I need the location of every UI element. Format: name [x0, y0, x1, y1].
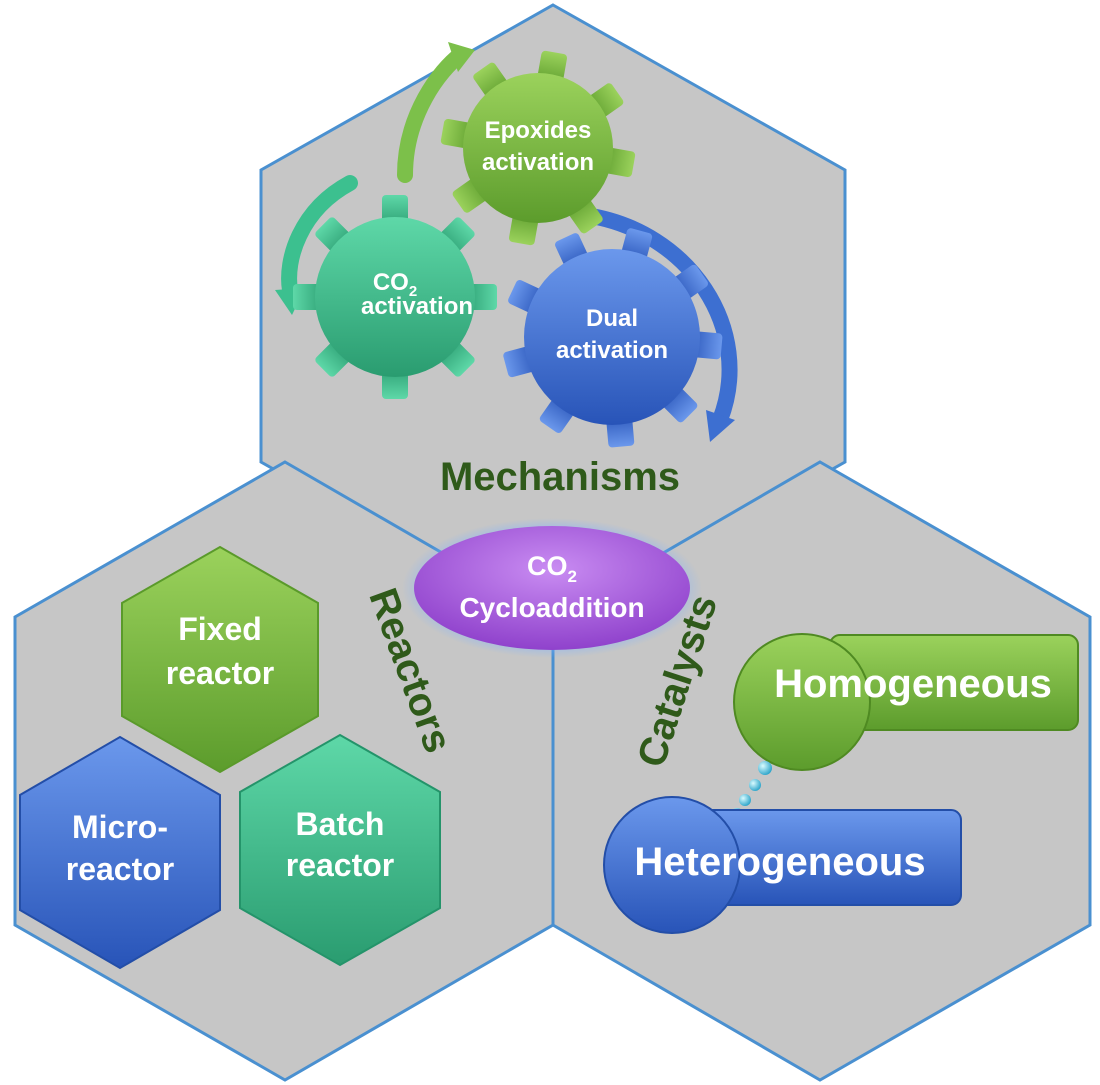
center-ellipse: CO2 Cycloaddition	[402, 518, 702, 658]
reactor-fixed-line2: reactor	[166, 655, 275, 691]
gear-co2-line2: activation	[361, 293, 473, 320]
reactor-batch: Batch reactor	[239, 733, 441, 967]
mechanisms-title: Mechanisms	[440, 455, 680, 499]
catalyst-homogeneous-label: Homogeneous	[774, 662, 1052, 706]
gear-epoxides-line1: Epoxides	[485, 117, 592, 144]
reactor-fixed: Fixed reactor	[121, 545, 319, 774]
catalyst-heterogeneous-label: Heterogeneous	[634, 840, 925, 884]
gear-dual-line1: Dual	[586, 305, 638, 332]
reactor-batch-line2: reactor	[286, 847, 395, 883]
reactor-fixed-line1: Fixed	[178, 611, 262, 647]
gear-co2: CO2 activation	[293, 195, 497, 399]
gear-co2-line1: CO2	[373, 269, 417, 300]
cycle-arrow-top	[397, 42, 475, 183]
cycle-arrow-right	[577, 207, 738, 442]
reactor-micro-line1: Micro-	[72, 809, 168, 845]
catalyst-homogeneous: Homogeneous	[733, 633, 1079, 771]
catalyst-heterogeneous: Heterogeneous	[603, 796, 962, 934]
gear-epoxides: Epoxides activation	[440, 50, 636, 246]
gear-dual-line2: activation	[556, 337, 668, 364]
center-line2: Cycloaddition	[459, 592, 644, 623]
reactor-micro: Micro- reactor	[19, 735, 221, 970]
reactor-batch-line1: Batch	[296, 806, 385, 842]
gear-dual: Dual activation	[503, 228, 723, 448]
reactor-micro-line2: reactor	[66, 851, 175, 887]
gear-epoxides-line2: activation	[482, 149, 594, 176]
center-line1: CO2	[527, 551, 577, 586]
